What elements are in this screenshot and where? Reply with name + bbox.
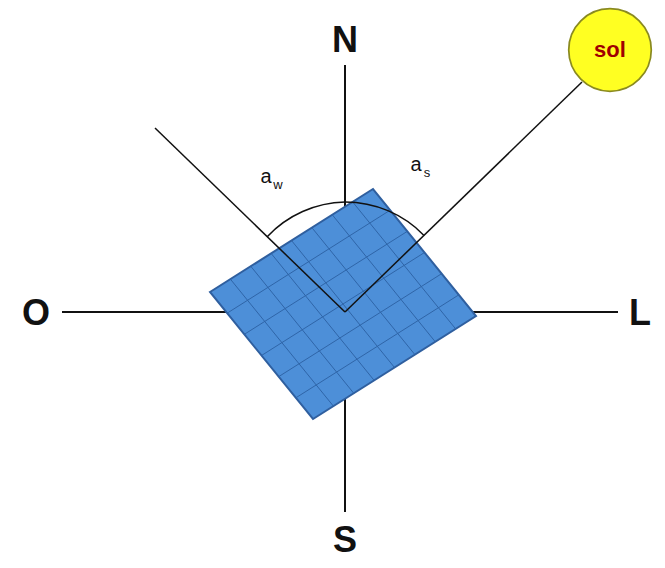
angle-symbol: a xyxy=(260,166,271,186)
sun-circle: sol xyxy=(567,7,653,93)
panel-grid-line xyxy=(279,274,442,377)
compass-east: L xyxy=(629,295,651,331)
sun-azimuth-line xyxy=(345,82,582,312)
panel-grid-line xyxy=(262,253,425,356)
angle-arc-s xyxy=(345,202,424,235)
angle-subscript: w xyxy=(273,178,282,191)
panel-grid-line xyxy=(296,295,459,398)
compass-south: S xyxy=(333,522,357,558)
angle-symbol: a xyxy=(410,154,421,174)
angle-arc-w xyxy=(267,202,345,237)
panel-grid-line xyxy=(227,210,390,313)
compass-west: O xyxy=(22,295,50,331)
panel-azimuth-line xyxy=(155,128,345,312)
compass-north: N xyxy=(332,22,358,58)
panel-grid-line xyxy=(244,231,407,334)
angle-subscript: s xyxy=(424,166,431,179)
sun-label: sol xyxy=(594,39,626,61)
